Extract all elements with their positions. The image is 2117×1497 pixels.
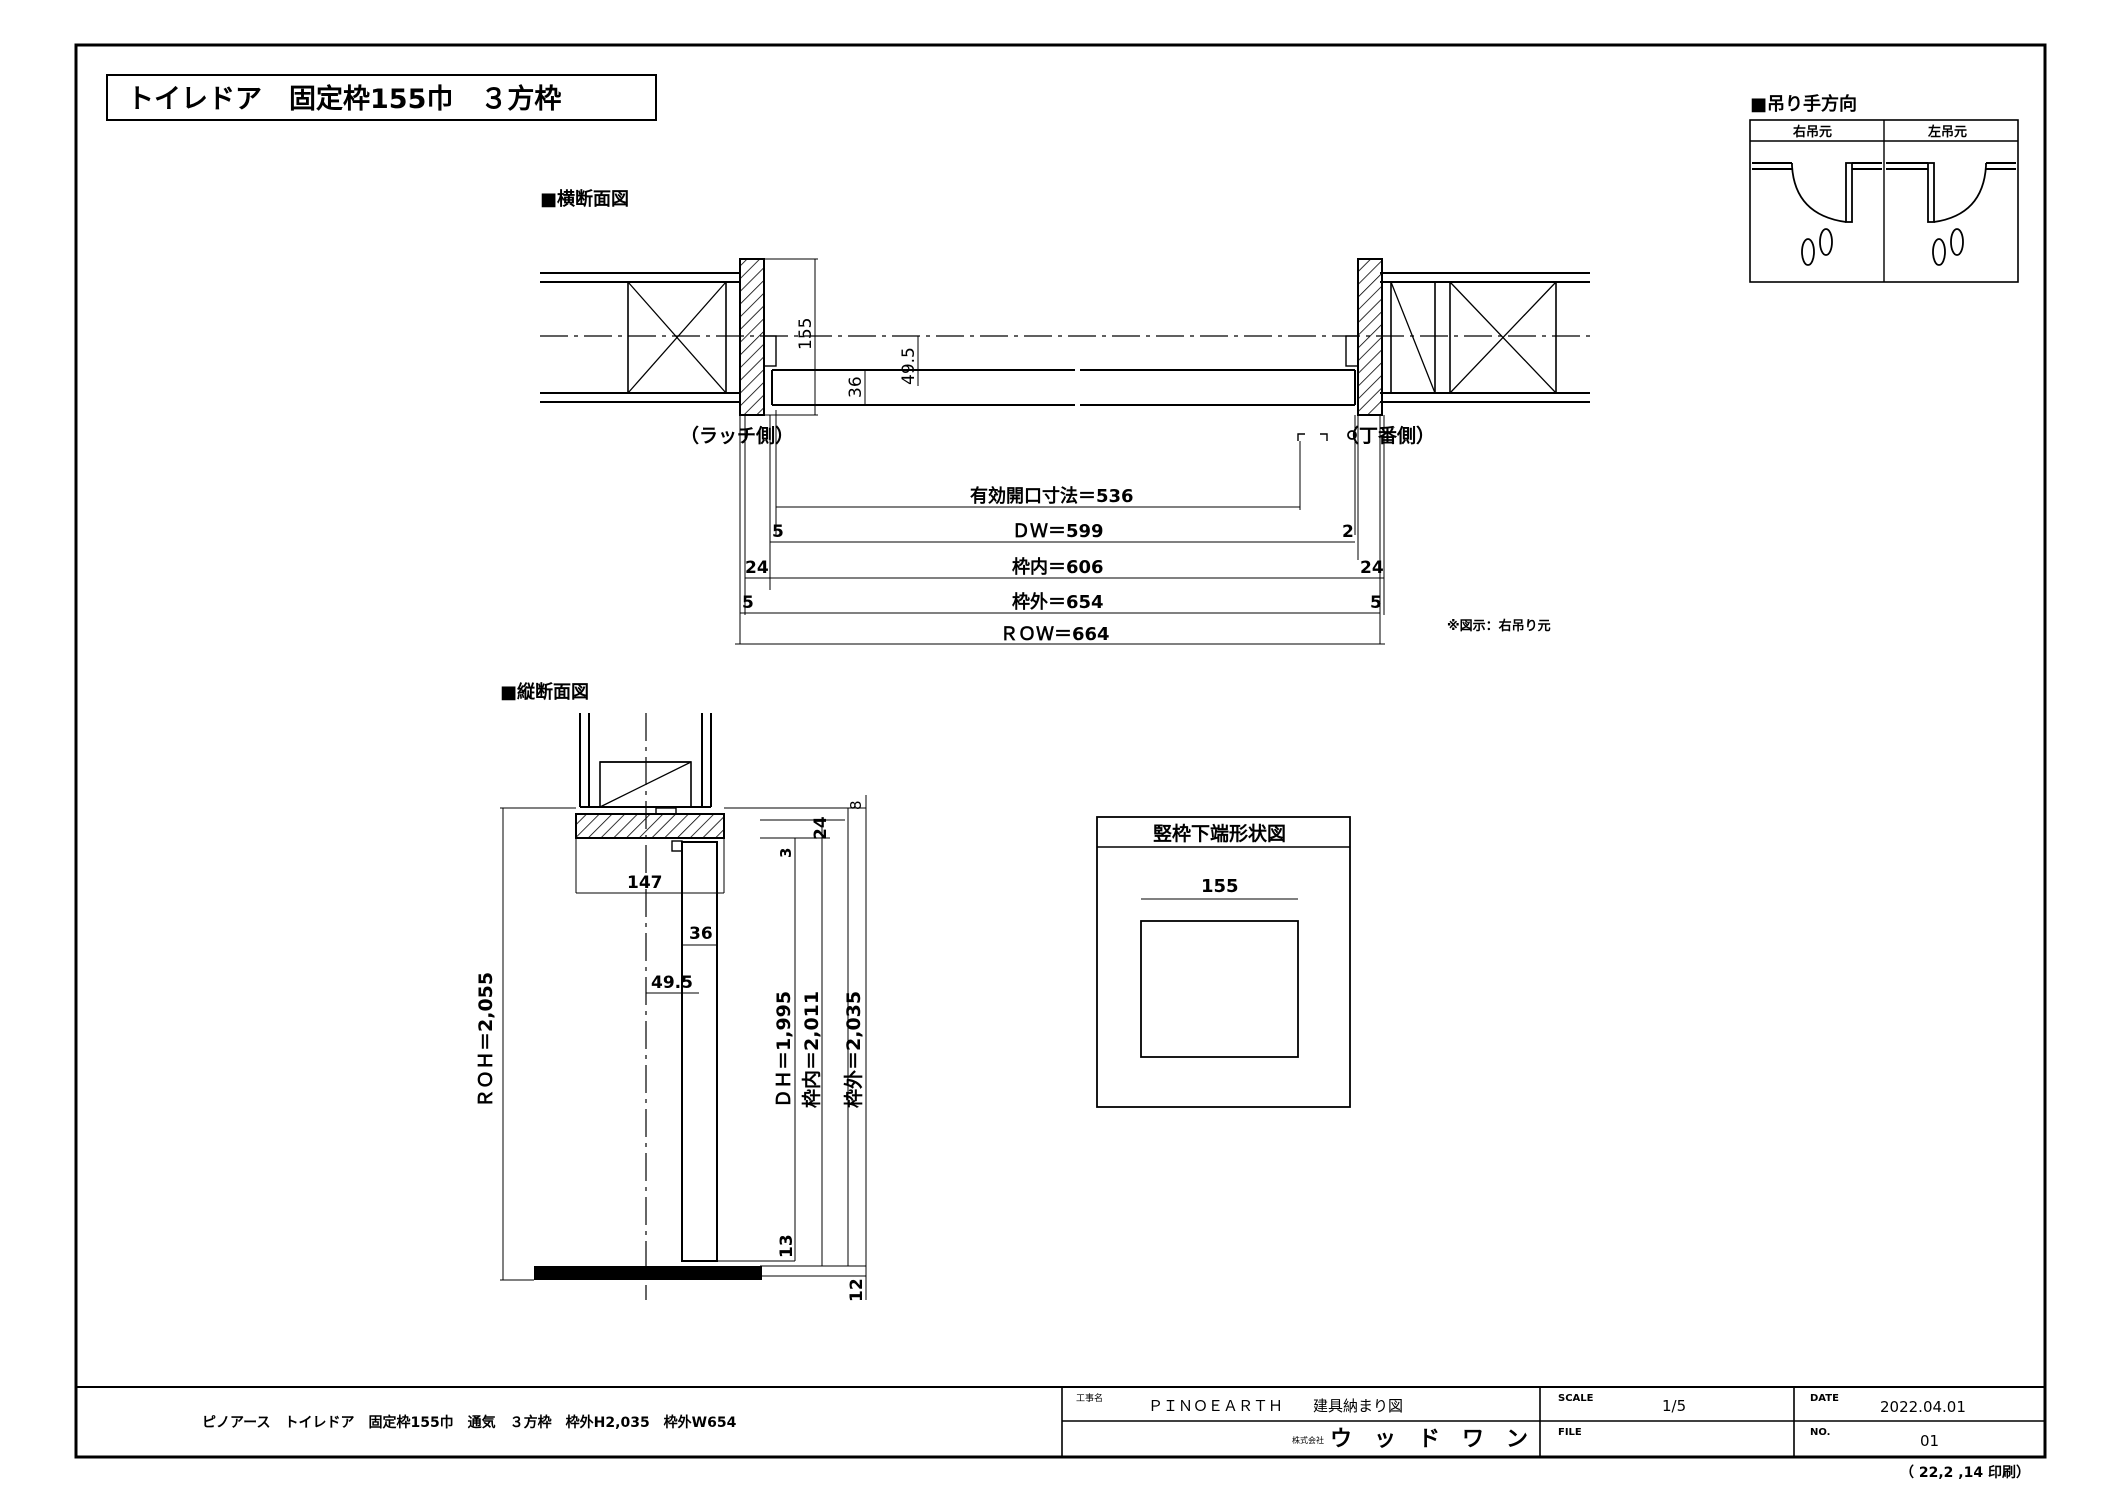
v-dim-36: 36 <box>689 924 713 944</box>
fo-right-dim: 5 <box>1370 593 1382 613</box>
horizontal-section: ■横断面図 155 <box>540 188 1590 645</box>
vertical-section-heading: ■縦断面図 <box>500 681 589 703</box>
company-prefix: 株式会社 <box>1292 1435 1324 1445</box>
file-label: FILE <box>1558 1427 1582 1438</box>
roh-dim: ＲＯＨ＝2,055 <box>475 972 497 1108</box>
v-dim-24: 24 <box>811 816 831 840</box>
dw-left-gap: 5 <box>772 522 784 542</box>
v-dim-13: 13 <box>777 1234 797 1258</box>
hanging-left-label: 左吊元 <box>1928 124 1967 140</box>
date-value: 2022.04.01 <box>1880 1398 1966 1416</box>
fi-left-dim: 24 <box>745 558 769 578</box>
title-box <box>106 74 657 121</box>
h-frame-inner-dim: 枠内＝606 <box>1012 556 1104 578</box>
row-dim: ＲＯＷ＝664 <box>1000 624 1110 645</box>
v-frame-inner-dim: 枠内＝2,011 <box>800 991 823 1108</box>
v-dim-49-5: 49.5 <box>651 973 693 993</box>
print-date: （ 22,2 ,14 印刷） <box>1900 1464 2030 1481</box>
h-dim-155: 155 <box>796 318 816 350</box>
dw-dim: ＤＷ＝599 <box>1012 521 1104 542</box>
no-label: NO. <box>1810 1427 1830 1438</box>
fo-left-dim: 5 <box>742 593 754 613</box>
v-frame-outer-dim: 枠外＝2,035 <box>842 991 865 1108</box>
project-name: ＰＩＮＯＥＡＲＴＨ 建具納まり図 <box>1148 1397 1403 1415</box>
hanging-heading: ■吊り手方向 <box>1750 93 1857 115</box>
frame-bottom-shape: 竪枠下端形状図 155 <box>1096 816 1351 1108</box>
v-dim-8: 8 <box>847 800 865 810</box>
h-dim-49-5: 49.5 <box>899 347 919 385</box>
hanging-right-label: 右吊元 <box>1792 124 1832 140</box>
vertical-section: ■縦断面図 ＲＯＨ＝2,055 147 36 49.5 <box>475 681 867 1302</box>
horizontal-section-heading: ■横断面図 <box>540 188 629 210</box>
frame-bottom-dim-155: 155 <box>1201 876 1239 897</box>
dh-dim: ＤＨ＝1,995 <box>773 991 795 1108</box>
no-value: 01 <box>1920 1432 1939 1450</box>
fi-right-dim: 24 <box>1360 558 1384 578</box>
dw-right-gap: 2 <box>1342 522 1354 542</box>
v-dim-3: 3 <box>777 848 795 858</box>
h-dim-36: 36 <box>846 376 866 398</box>
hanging-direction-diagram: ■吊り手方向 右吊元 左吊元 <box>1749 93 2019 283</box>
title-block: ピノアース トイレドア 固定枠155巾 通気 ３方枠 枠外H2,035 枠外W6… <box>76 1386 2045 1457</box>
v-dim-12: 12 <box>847 1278 867 1302</box>
hinge-side-label: （丁番側） <box>1340 424 1435 447</box>
frame-bottom-heading: 竪枠下端形状図 <box>1153 822 1286 845</box>
hanging-note: ※図示：右吊り元 <box>1447 618 1551 634</box>
date-label: DATE <box>1810 1393 1839 1404</box>
drawing-description: ピノアース トイレドア 固定枠155巾 通気 ３方枠 枠外H2,035 枠外W6… <box>202 1414 737 1431</box>
project-label: 工事名 <box>1076 1392 1103 1404</box>
effective-opening-dim: 有効開口寸法＝536 <box>970 485 1134 507</box>
company-name: ウ ッ ド ワ ン <box>1330 1427 1528 1452</box>
latch-side-label: （ラッチ側） <box>680 424 794 447</box>
page-title: トイレドア 固定枠155巾 ３方枠 <box>127 83 561 115</box>
sheet-border <box>74 43 2047 1459</box>
footprints-icon <box>1801 228 1964 266</box>
h-frame-outer-dim: 枠外＝654 <box>1012 591 1104 613</box>
scale-value: 1/5 <box>1662 1397 1686 1415</box>
v-dim-147: 147 <box>627 873 663 893</box>
scale-label: SCALE <box>1558 1393 1594 1404</box>
